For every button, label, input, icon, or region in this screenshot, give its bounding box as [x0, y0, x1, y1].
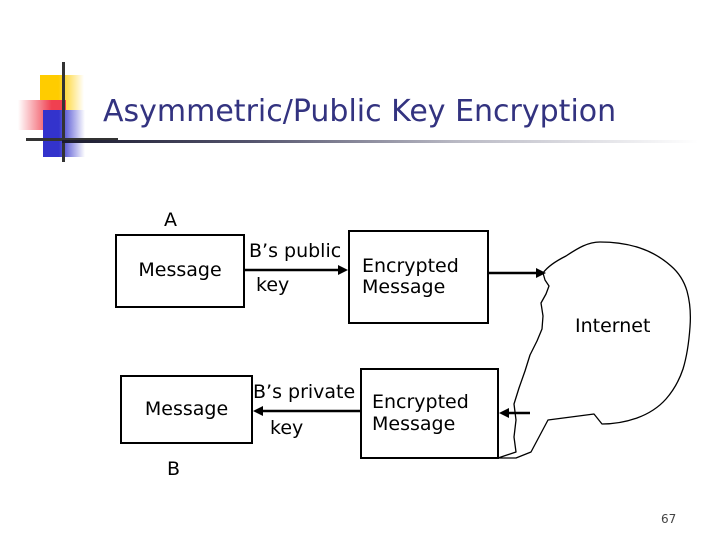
public-key-label-line2: key [256, 274, 290, 296]
message-box-receiver-label: Message [144, 397, 229, 420]
arrow-decrypt [253, 406, 362, 416]
encrypted-message-box-top: Encrypted Message [348, 230, 489, 324]
arrow-from-internet [499, 408, 530, 418]
page-title: Asymmetric/Public Key Encryption [103, 94, 617, 129]
internet-cloud-shape [497, 241, 692, 459]
title-decoration-logo [18, 62, 118, 162]
title-underline-rule [62, 140, 698, 143]
message-box-sender: Message [115, 234, 245, 308]
arrow-to-internet [489, 268, 546, 278]
encrypted-message-box-bottom-label: Encrypted Message [362, 392, 475, 435]
encrypted-top-line1: Encrypted [362, 254, 459, 277]
decoration-vertical-line [62, 62, 65, 162]
decoration-horizontal-line [26, 138, 118, 141]
message-box-sender-label: Message [138, 259, 222, 282]
encrypted-bottom-line2: Message [372, 412, 456, 435]
encrypted-top-line2: Message [362, 276, 446, 298]
internet-cloud-label: Internet [575, 315, 651, 337]
encrypted-message-box-bottom: Encrypted Message [360, 368, 499, 459]
encrypted-message-box-top-label: Encrypted Message [350, 254, 465, 299]
page-number: 67 [661, 512, 677, 526]
private-key-label-line2: key [270, 417, 304, 439]
message-box-receiver: Message [120, 375, 253, 444]
party-label-b: B [167, 458, 181, 480]
private-key-label-line1: B’s private [253, 381, 356, 403]
encrypted-bottom-line1: Encrypted [372, 391, 469, 414]
public-key-label-line1: B’s public [249, 240, 342, 262]
party-label-a: A [164, 209, 177, 231]
